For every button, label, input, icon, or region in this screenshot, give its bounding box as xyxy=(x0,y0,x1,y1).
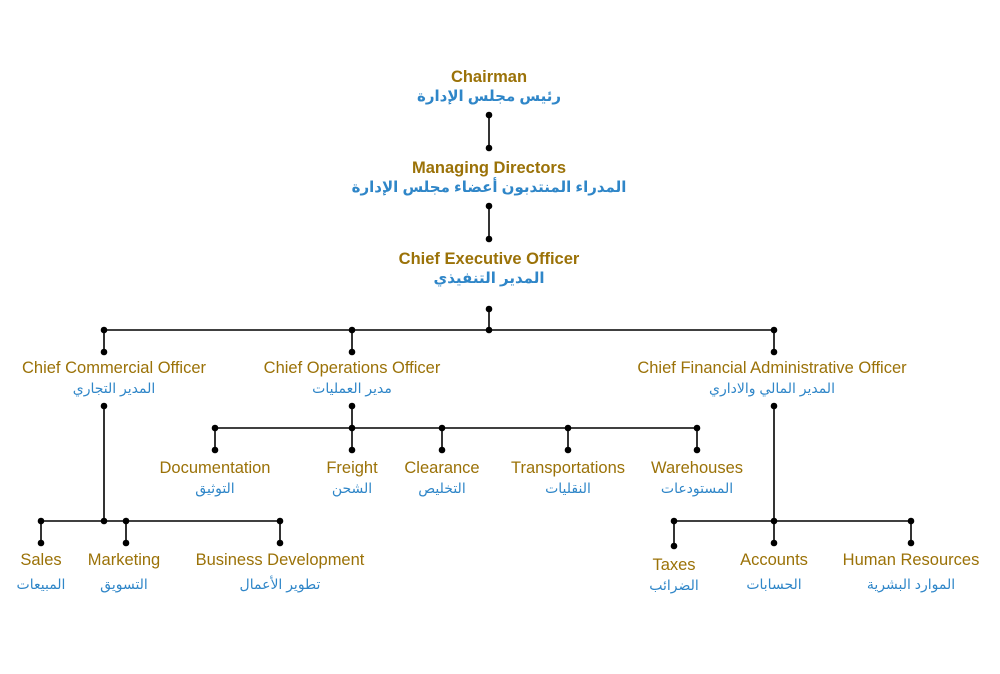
node-title-en: Chief Executive Officer xyxy=(398,250,580,268)
connector-dot xyxy=(485,305,493,313)
connector-dot xyxy=(348,402,356,410)
node-title-en: Taxes xyxy=(652,556,696,574)
connector-dot xyxy=(348,348,356,356)
node-title-en: Transportations xyxy=(510,459,626,477)
node-chairman: Chairman رئيس مجلس الإدارة xyxy=(417,67,561,107)
connector-dot xyxy=(770,326,778,334)
connector-dot xyxy=(693,446,701,454)
node-title-ar: التسويق xyxy=(100,576,148,592)
node-transportations: Transportations النقليات xyxy=(511,458,625,498)
connector-dot xyxy=(37,539,45,547)
connector-dot xyxy=(770,539,778,547)
node-sales: Sales المبيعات xyxy=(17,550,66,594)
node-managing-directors: Managing Directors المدراء المنتدبون أعض… xyxy=(352,158,627,198)
node-title-en: Clearance xyxy=(404,459,480,477)
node-title-ar: مدير العمليات xyxy=(312,380,392,396)
connector-dot xyxy=(100,517,108,525)
connector-dot xyxy=(100,326,108,334)
connector-dot xyxy=(770,348,778,356)
node-title-en: Chief Financial Administrative Officer xyxy=(637,359,907,377)
node-title-ar: رئيس مجلس الإدارة xyxy=(417,88,561,105)
connector-dot xyxy=(122,517,130,525)
connector-dot xyxy=(100,348,108,356)
connector-dot xyxy=(485,144,493,152)
node-business-development: Business Development تطوير الأعمال xyxy=(196,550,365,594)
node-coo: Chief Operations Officer مدير العمليات xyxy=(264,358,441,398)
node-title-en: Chairman xyxy=(450,68,528,86)
node-title-ar: المستودعات xyxy=(660,480,734,496)
node-title-en: Accounts xyxy=(740,551,808,569)
connector-dot xyxy=(693,424,701,432)
node-marketing: Marketing التسويق xyxy=(88,550,160,594)
node-title-en: Marketing xyxy=(87,551,161,569)
node-ceo: Chief Executive Officer المدير التنفيذي xyxy=(399,249,580,289)
connector-dot xyxy=(907,517,915,525)
node-title-en: Sales xyxy=(20,551,62,569)
node-title-ar: التوثيق xyxy=(195,480,235,496)
node-title-ar: النقليات xyxy=(545,480,591,496)
connector-dot xyxy=(770,402,778,410)
node-accounts: Accounts الحسابات xyxy=(740,550,808,594)
node-title-ar: التخليص xyxy=(418,480,466,496)
node-cco: Chief Commercial Officer المدير التجاري xyxy=(22,358,206,398)
connector-dot xyxy=(211,424,219,432)
node-cfao: Chief Financial Administrative Officer ا… xyxy=(637,358,906,398)
node-title-en: Chief Operations Officer xyxy=(263,359,441,377)
connector-dot xyxy=(37,517,45,525)
node-title-ar: المدير المالي والاداري xyxy=(709,380,835,396)
connector-dot xyxy=(485,326,493,334)
node-title-ar: الحسابات xyxy=(746,576,802,592)
node-warehouses: Warehouses المستودعات xyxy=(651,458,743,498)
node-title-ar: المدير التنفيذي xyxy=(433,270,545,287)
node-documentation: Documentation التوثيق xyxy=(160,458,271,498)
connector-dot xyxy=(348,326,356,334)
connector-dot xyxy=(348,446,356,454)
connector-dot xyxy=(122,539,130,547)
node-title-ar: المبيعات xyxy=(16,576,66,592)
node-title-en: Business Development xyxy=(195,551,365,569)
connector-dot xyxy=(100,402,108,410)
node-title-ar: المدير التجاري xyxy=(72,380,156,396)
connector-dot xyxy=(485,202,493,210)
node-human-resources: Human Resources الموارد البشرية xyxy=(843,550,980,594)
node-title-en: Human Resources xyxy=(842,551,980,569)
connector-dot xyxy=(907,539,915,547)
connector-dot xyxy=(348,424,356,432)
node-title-ar: المدراء المنتدبون أعضاء مجلس الإدارة xyxy=(351,179,627,196)
connector-dot xyxy=(438,424,446,432)
connector-dot xyxy=(485,111,493,119)
node-freight: Freight الشحن xyxy=(326,458,377,498)
connector-dot xyxy=(564,424,572,432)
node-title-en: Managing Directors xyxy=(411,159,567,177)
node-title-en: Warehouses xyxy=(650,459,744,477)
connector-dot xyxy=(276,539,284,547)
connector-dot xyxy=(211,446,219,454)
node-title-ar: الضرائب xyxy=(649,577,699,593)
node-taxes: Taxes الضرائب xyxy=(649,555,699,595)
connector-dot xyxy=(770,517,778,525)
connector-dot xyxy=(276,517,284,525)
node-title-en: Documentation xyxy=(159,459,271,477)
connector-dot xyxy=(438,446,446,454)
node-title-ar: تطوير الأعمال xyxy=(239,576,321,592)
connector-dot xyxy=(670,517,678,525)
node-title-en: Freight xyxy=(326,459,378,477)
connector-dot xyxy=(564,446,572,454)
node-title-ar: الشحن xyxy=(331,480,373,496)
node-clearance: Clearance التخليص xyxy=(404,458,479,498)
node-title-ar: الموارد البشرية xyxy=(866,576,956,592)
connector-dot xyxy=(670,542,678,550)
connector-dot xyxy=(485,235,493,243)
node-title-en: Chief Commercial Officer xyxy=(22,359,206,377)
